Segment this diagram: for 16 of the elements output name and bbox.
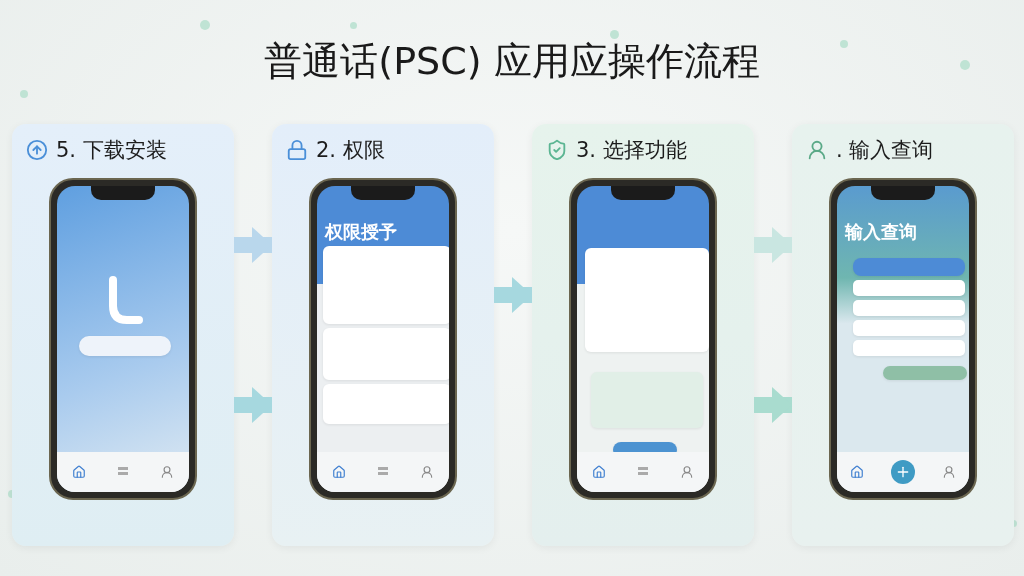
screen-title: 权限授予: [325, 220, 397, 244]
block-arrow: [234, 227, 272, 263]
screen-title: 输入查询: [845, 220, 917, 244]
block-arrow: [494, 277, 532, 313]
step-card: [532, 124, 754, 546]
block-arrow: [234, 387, 272, 423]
block-arrow: [754, 387, 792, 423]
step-heading: . 输入查询: [836, 137, 934, 164]
diagram-title: 普通话(PSC) 应用应操作流程: [264, 38, 760, 85]
step-card: [272, 124, 494, 546]
step-heading: 2. 权限: [316, 137, 385, 164]
step-card: [12, 124, 234, 546]
step-heading: 5. 下载安装: [56, 137, 167, 164]
step-heading: 3. 选择功能: [576, 137, 687, 164]
block-arrow: [754, 227, 792, 263]
step-card: [792, 124, 1014, 546]
